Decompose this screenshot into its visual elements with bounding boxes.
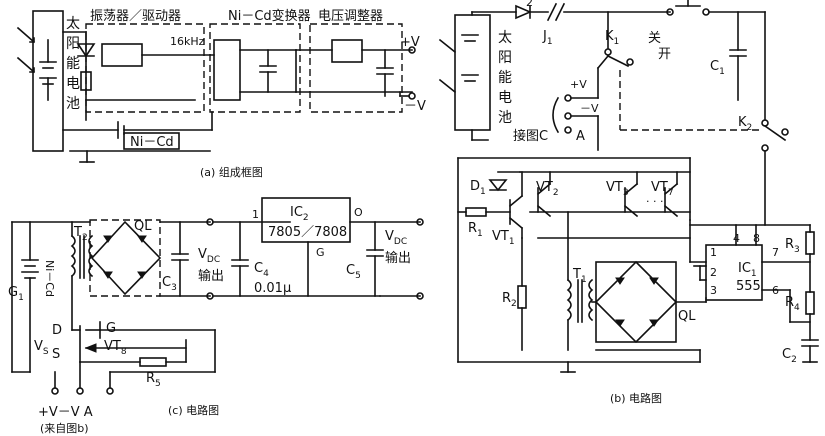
ql-label-c: QL [134, 219, 152, 234]
c1-label: C1 [710, 59, 725, 77]
nicd-battery-a [123, 132, 180, 150]
jie-label: 接图C [513, 128, 548, 144]
out-label-2: 输出 [385, 250, 411, 266]
osc-label: 振荡器／驱动器 [90, 9, 181, 24]
circuit-b: 太 阳 能 电 池 2 J1 C1 K1 关 开 [438, 0, 819, 405]
ic2-regulator [261, 197, 351, 243]
bridge-box-b [595, 261, 677, 343]
k1-off-label: 关 [648, 31, 661, 46]
r3-label: R3 [785, 237, 800, 255]
block-diagram-a: 太 阳 能 电 池 振荡器／驱动器 Ni－Cd变换器 电压调整器 16kHz [16, 8, 426, 179]
solar-label-a1: 太 [66, 16, 80, 32]
freq-label: 16kHz [170, 35, 205, 48]
ic2-part: 7805／7808 [268, 225, 347, 240]
reg-block [309, 23, 403, 113]
solar-label-a5: 池 [66, 96, 80, 112]
solar-label-b5: 池 [498, 110, 512, 126]
g-label-c: G [106, 321, 116, 336]
vplus-label-a: +V [400, 35, 420, 50]
from-b-label: (来自图b) [40, 422, 89, 435]
pin1: 1 [710, 246, 717, 259]
k2-label: K2 [738, 115, 752, 133]
solar-panel-a [32, 10, 64, 152]
ic1-label: IC1 [738, 261, 757, 279]
diode-2-label: 2 [526, 0, 533, 9]
vt2-label: VT2 [536, 180, 559, 198]
a-label-b: A [576, 129, 585, 144]
solar-label-b3: 能 [498, 70, 512, 86]
vdc-label-2: VDC [385, 229, 407, 247]
ic2-pin1: 1 [252, 208, 259, 221]
pin7: 7 [772, 246, 779, 259]
vminus-label-a: －V [404, 99, 426, 114]
r2 [517, 285, 527, 309]
vt7-label: VT7 [651, 180, 674, 198]
bridge-frame-c [89, 219, 161, 297]
vt8-label: VT8 [104, 339, 127, 357]
j1-label: J1 [542, 29, 553, 47]
caption-a: (a) 组成框图 [200, 165, 263, 179]
ic2-pinG: G [316, 246, 325, 259]
vt1-label: VT1 [492, 229, 515, 247]
t2-label: T2 [73, 225, 88, 243]
out-label-1: 输出 [198, 268, 224, 284]
r3 [805, 231, 815, 255]
caption-c: (c) 电路图 [168, 404, 219, 417]
c4-value: 0.01μ [254, 281, 291, 296]
nicd-label-c: Ni－Cd [43, 260, 56, 297]
k1-label: K1 [605, 29, 619, 47]
nicd-label-a: Ni－Cd [130, 135, 174, 150]
light-arrows-a [16, 26, 36, 74]
ic1-555 [705, 244, 763, 301]
vt3-label: VT3 [606, 180, 629, 198]
vs-label: VS [34, 339, 49, 357]
d-label-c: D [52, 323, 62, 338]
r4 [805, 291, 815, 315]
ic1-part: 555 [736, 279, 761, 294]
terminals-label-c: +V－V A [38, 405, 93, 420]
vplus-terminal-a [408, 46, 416, 54]
r1 [465, 207, 487, 217]
ic2-pinO: O [354, 206, 363, 219]
solar-label-a4: 电 [66, 76, 80, 92]
g1-label: G1 [8, 285, 24, 303]
ellipsis: · · · [646, 195, 663, 208]
nicd-block [209, 23, 301, 113]
k1-on-label: 开 [658, 47, 671, 62]
t1-label: T1 [572, 267, 587, 285]
r5-label: R5 [146, 371, 161, 389]
reg-label: 电压调整器 [318, 9, 383, 24]
solar-label-a2: 阳 [66, 36, 80, 52]
conv-label: Ni－Cd变换器 [228, 8, 311, 24]
s-label-c: S [52, 347, 60, 362]
vdc-label-1: VDC [198, 247, 220, 265]
pin2: 2 [710, 266, 717, 279]
osc-box [101, 43, 143, 67]
c3-label: C3 [162, 275, 177, 293]
r1-label: R1 [468, 221, 483, 239]
reg-box [331, 39, 363, 63]
c2-label: C2 [782, 347, 797, 365]
r5 [139, 357, 167, 367]
d1-label: D1 [470, 179, 486, 197]
caption-b: (b) 电路图 [610, 392, 662, 405]
solar-label-a3: 能 [66, 56, 80, 72]
solar-label-b1: 太 [498, 30, 512, 46]
ql-label-b: QL [678, 309, 696, 324]
c4-label: C4 [254, 261, 269, 279]
c5-label: C5 [346, 263, 361, 281]
ic2-label: IC2 [290, 205, 309, 223]
vminus-label-b: －V [580, 102, 599, 115]
transformer-box [213, 39, 241, 101]
r2-label: R2 [502, 291, 517, 309]
solar-label-b4: 电 [498, 90, 512, 106]
pin3: 3 [710, 284, 717, 297]
r4-label: R4 [785, 295, 800, 313]
transistor-array: · · · [508, 171, 691, 239]
solar-panel-b [454, 14, 491, 131]
vplus-label-b: +V [570, 78, 587, 91]
solar-label-b2: 阳 [498, 50, 512, 66]
circuit-c: G1 Ni－Cd T2 QL C3 VDC 输出 C4 0.01μ 1 [8, 197, 424, 435]
